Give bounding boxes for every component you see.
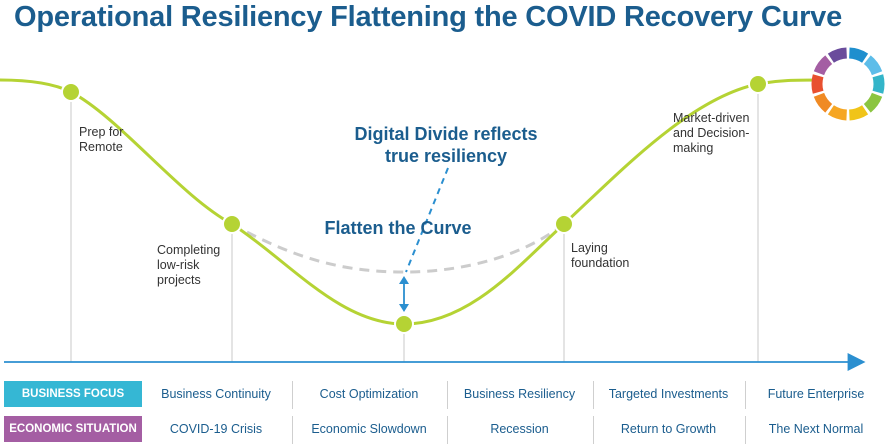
business-focus-row: BUSINESS FOCUS Business Continuity Cost …: [0, 381, 888, 409]
color-wheel-segment: [813, 92, 833, 113]
flattened-curve: [231, 222, 565, 274]
color-wheel-segment: [872, 74, 885, 94]
business-focus-header: BUSINESS FOCUS: [4, 381, 142, 407]
gap-arrow-up-icon: [399, 276, 409, 284]
economy-cell-2: Economic Slowdown: [311, 422, 427, 436]
color-wheel-segment: [827, 105, 848, 121]
stage-dot-4: [554, 214, 574, 234]
color-wheel-segment: [863, 92, 883, 113]
focus-cell-1: Business Continuity: [161, 387, 271, 401]
economic-situation-row: ECONOMIC SITUATION COVID-19 Crisis Econo…: [0, 416, 888, 444]
color-wheel-segment: [813, 55, 833, 76]
color-wheel-icon: [811, 47, 885, 121]
color-wheel-segment: [848, 105, 869, 121]
focus-cell-3: Business Resiliency: [463, 387, 576, 401]
focus-cell-2: Cost Optimization: [319, 387, 419, 401]
callout-pointer: [405, 167, 449, 273]
economy-cell-5: The Next Normal: [768, 422, 864, 436]
economic-situation-header: ECONOMIC SITUATION: [4, 416, 142, 442]
gap-arrow-down-icon: [399, 304, 409, 312]
economy-cell-3: Recession: [490, 422, 549, 436]
flatten-curve-callout: Flatten the Curve: [324, 218, 472, 238]
color-wheel-segment: [827, 47, 848, 63]
focus-cell-4: Targeted Investments: [608, 387, 729, 401]
color-wheel-segment: [848, 47, 869, 63]
economy-cell-1: COVID-19 Crisis: [169, 422, 263, 436]
color-wheel-segment: [811, 74, 824, 94]
stage-dot-1: [61, 82, 81, 102]
stage-dot-2: [222, 214, 242, 234]
economy-cell-4: Return to Growth: [620, 422, 717, 436]
page-title: Operational Resiliency Flattening the CO…: [14, 1, 843, 33]
stage-dot-5: [748, 74, 768, 94]
focus-cell-5: Future Enterprise: [767, 387, 865, 401]
stage-dot-3: [394, 314, 414, 334]
color-wheel-segment: [863, 55, 883, 76]
